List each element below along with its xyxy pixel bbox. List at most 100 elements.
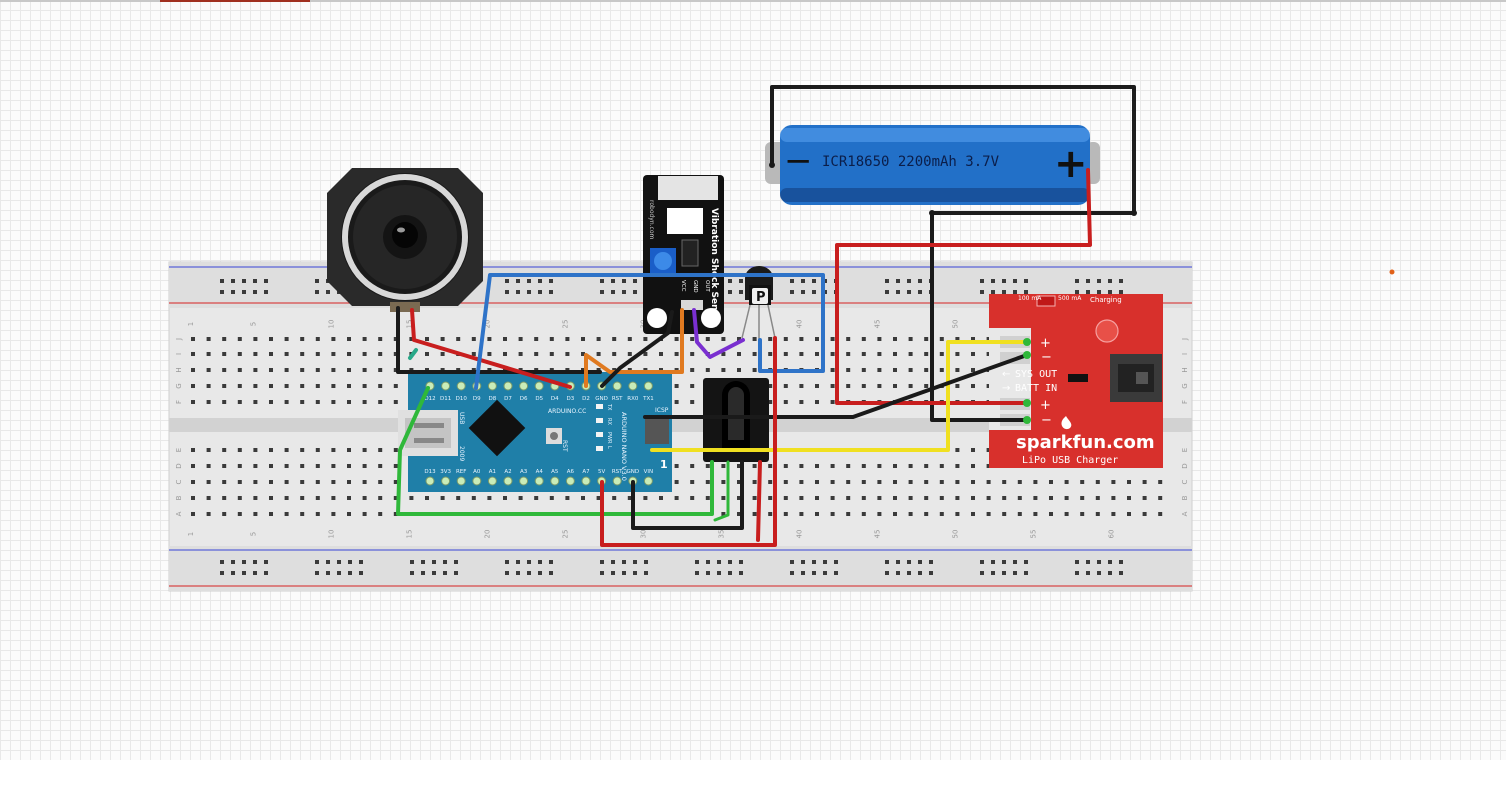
wire-sensor-out[interactable] <box>692 308 745 359</box>
top-pin-label: D9 <box>473 396 481 402</box>
battery-label: ICR18650 2200mAh 3.7V <box>822 154 1000 170</box>
led-label: TX <box>606 403 612 411</box>
teal-jumper[interactable] <box>408 348 418 360</box>
led-label: RX <box>606 418 612 425</box>
column-number: 40 <box>795 530 803 539</box>
column-number: 15 <box>405 320 413 329</box>
mode-100-label: 100 mA <box>1018 295 1042 302</box>
header-pin <box>565 476 575 486</box>
wire-sys-out-positive[interactable] <box>650 340 1029 452</box>
arduino-model: ARDUINO NANO V3.0 <box>620 412 628 481</box>
lipo-usb-charger[interactable]: 100 mA 500 mA Charging + − ← SYS OUT → B… <box>989 294 1163 468</box>
sensor-pin-label: VCC <box>680 280 686 292</box>
wire-blue-d9[interactable] <box>474 273 825 390</box>
column-number: 30 <box>639 530 647 539</box>
column-number: 35 <box>717 530 725 539</box>
sys-out-arrow: ← <box>1002 369 1010 380</box>
top-pin-label: D10 <box>456 396 468 402</box>
sys-plus: + <box>1040 336 1051 351</box>
header-pin <box>487 381 497 391</box>
battery-18650[interactable]: − ICR18650 2200mAh 3.7V + <box>765 125 1100 205</box>
wire-gnd-bottom[interactable] <box>631 460 744 530</box>
icsp-label: ICSP <box>655 407 669 414</box>
speaker[interactable] <box>327 168 483 312</box>
header-pin <box>612 381 622 391</box>
row-letter: D <box>1181 463 1189 468</box>
wire-green-d12[interactable] <box>396 386 714 516</box>
row-letter: I <box>175 353 183 355</box>
wire-sensor-gnd[interactable] <box>600 310 674 388</box>
top-pin-label: D4 <box>551 396 559 402</box>
bottom-pin-label: A0 <box>473 469 481 475</box>
header-pin <box>487 476 497 486</box>
header-pin <box>534 381 544 391</box>
sys-out-label: SYS OUT <box>1015 369 1057 380</box>
wire-battery-negative[interactable] <box>930 211 1029 422</box>
bottom-pin-label: A5 <box>551 469 559 475</box>
column-number: 50 <box>951 530 959 539</box>
battery-plus-sign: + <box>1054 141 1088 187</box>
bottom-pin-label: GND <box>626 469 639 475</box>
pin1-label: 1 <box>660 458 668 471</box>
bottom-pin-label: 3V3 <box>440 469 451 475</box>
arduino-brand: ARDUINO.CC <box>548 408 586 415</box>
header-pin <box>503 381 513 391</box>
header-pin <box>425 476 435 486</box>
row-letter: I <box>1181 353 1189 355</box>
sensor-brand: robodyn.com <box>648 200 655 240</box>
header-pin <box>628 381 638 391</box>
flame-logo-icon <box>1061 416 1072 430</box>
wire-battery-positive[interactable] <box>835 168 1092 405</box>
bottom-pin-label: REF <box>456 469 466 475</box>
top-pin-label: D6 <box>520 396 528 402</box>
wire-battery-loop[interactable] <box>770 85 1136 215</box>
row-letter: H <box>175 367 183 372</box>
column-number: 25 <box>561 320 569 329</box>
bottom-pin-label: 5V <box>598 469 605 475</box>
wire-sensor-vcc[interactable] <box>584 308 684 388</box>
wire-speaker-positive[interactable] <box>410 308 572 389</box>
column-number: 1 <box>187 322 195 326</box>
usb-label: USB <box>458 412 465 424</box>
row-letter: G <box>175 383 183 388</box>
row-letter: F <box>1181 400 1189 404</box>
header-pin <box>441 476 451 486</box>
wire-5v[interactable] <box>600 336 777 547</box>
bottom-pin-label: A6 <box>567 469 575 475</box>
column-number: 20 <box>483 530 491 539</box>
batt-in-label: BATT IN <box>1015 383 1057 394</box>
column-number: 15 <box>405 530 413 539</box>
wire-sys-out-negative[interactable] <box>643 353 1029 419</box>
year-label: 2009 <box>458 446 465 461</box>
row-letter: A <box>175 511 183 516</box>
bottom-pin-label: A1 <box>489 469 496 475</box>
row-letter: C <box>1181 479 1189 484</box>
top-pin-label: D5 <box>535 396 543 402</box>
active-tab-indicator[interactable] <box>160 0 310 2</box>
column-number: 55 <box>1029 530 1037 539</box>
header-pin <box>643 381 653 391</box>
bottom-pin-label: A2 <box>504 469 511 475</box>
wire-speaker-negative[interactable] <box>396 306 602 374</box>
status-led <box>596 404 603 409</box>
wire-ir-vcc[interactable] <box>756 460 762 542</box>
wire-green-ir[interactable] <box>713 460 730 522</box>
reset-label: RST <box>561 440 568 452</box>
battery-minus-sign: − <box>784 141 813 181</box>
charger-brand: sparkfun.com <box>1016 432 1155 453</box>
column-number: 5 <box>249 532 257 536</box>
top-border <box>0 0 1506 2</box>
column-number: 25 <box>561 530 569 539</box>
header-pin <box>503 476 513 486</box>
top-pin-label: D2 <box>582 396 590 402</box>
bottom-pin-label: A7 <box>582 469 590 475</box>
top-pin-label: D8 <box>489 396 497 402</box>
top-pin-label: D12 <box>424 396 435 402</box>
row-letter: D <box>175 463 183 468</box>
header-pin <box>456 381 466 391</box>
